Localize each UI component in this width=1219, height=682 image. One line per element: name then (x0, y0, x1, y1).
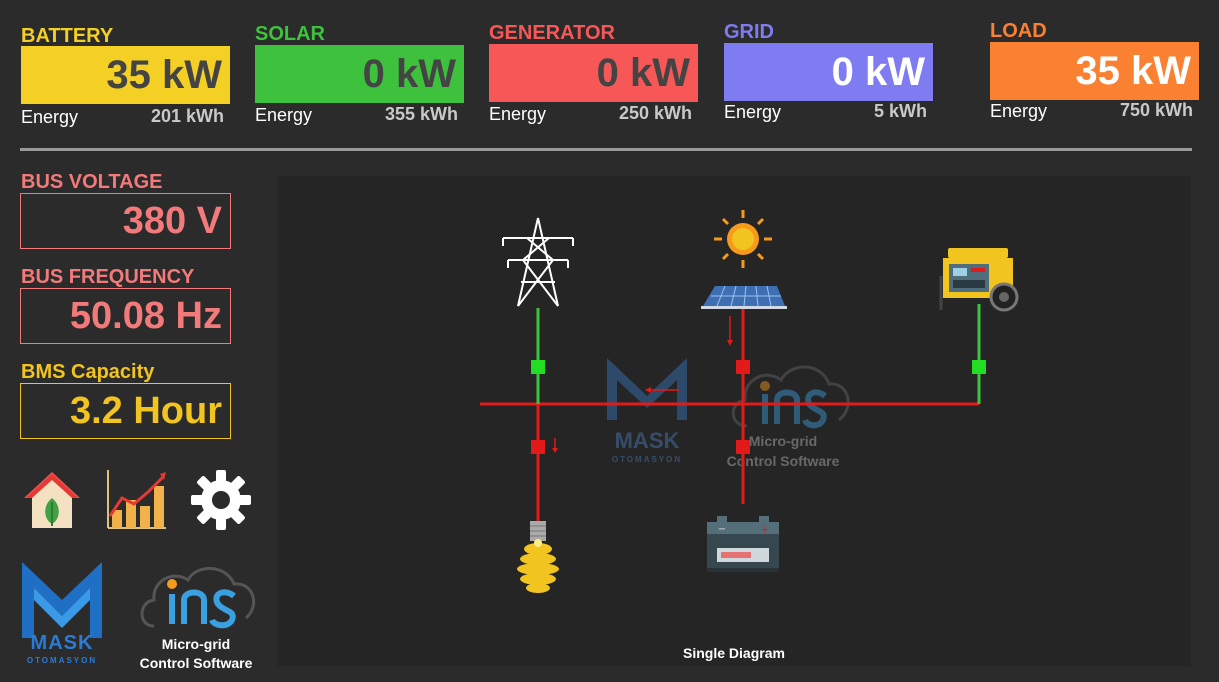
bus-voltage-label: BUS VOLTAGE (21, 171, 163, 193)
ins-logo-line1: Micro-grid (161, 636, 231, 652)
svg-text:OTOMASYON: OTOMASYON (612, 455, 682, 464)
svg-text:−: − (718, 524, 726, 535)
load-energy-value: 750 kWh (1119, 100, 1193, 120)
load-breaker (531, 440, 545, 454)
solar-energy-value: 355 kWh (384, 104, 458, 124)
solar-title: SOLAR (255, 23, 325, 45)
generator-energy-label: Energy (489, 104, 547, 124)
solar-panel-icon (701, 285, 787, 309)
transmission-tower-icon (502, 217, 574, 307)
generator-power-value: 0 kW (489, 44, 698, 102)
load-energy-label: Energy (990, 101, 1048, 121)
light-bulb-icon (517, 521, 559, 593)
svg-text:+: + (760, 523, 769, 536)
solar-power-value: 0 kW (255, 45, 464, 103)
generator-energy-value: 250 kWh (618, 103, 692, 123)
grid-power-value: 0 kW (724, 43, 933, 101)
svg-text:Micro-grid: Micro-grid (749, 433, 817, 449)
solar-breaker (736, 360, 750, 374)
gear-icon[interactable] (189, 468, 253, 532)
mask-logo: MASK OTOMASYON (20, 560, 104, 670)
solar-energy-label: Energy (255, 105, 313, 125)
bms-capacity-label: BMS Capacity (21, 361, 155, 383)
svg-text:MASK: MASK (615, 428, 680, 453)
generator-icon (939, 248, 1019, 312)
battery-breaker (736, 440, 750, 454)
battery-power-value: 35 kW (21, 46, 230, 104)
grid-energy-label: Energy (724, 102, 782, 122)
grid-breaker (531, 360, 545, 374)
ins-logo: Micro-grid Control Software (134, 558, 264, 674)
sun-icon (714, 210, 772, 268)
generator-breaker (972, 360, 986, 374)
battery-energy-label: Energy (21, 107, 79, 127)
bms-capacity-value: 3.2 Hour (20, 383, 231, 439)
bus-frequency-value: 50.08 Hz (20, 288, 231, 344)
ins-logo-line2: Control Software (139, 655, 253, 671)
grid-energy-value: 5 kWh (873, 101, 927, 121)
header-divider (20, 148, 1192, 151)
bus-frequency-label: BUS FREQUENCY (21, 266, 195, 288)
generator-title: GENERATOR (489, 22, 615, 44)
grid-title: GRID (724, 21, 774, 43)
watermark-ins-logo: Micro-grid Control Software (727, 365, 850, 469)
load-title: LOAD (990, 20, 1047, 42)
mask-logo-text: MASK (30, 632, 94, 654)
home-icon[interactable] (20, 468, 84, 532)
svg-text:Control Software: Control Software (727, 453, 840, 469)
battery-icon: − + (707, 516, 779, 572)
watermark-mask-logo: MASK OTOMASYON (607, 358, 687, 464)
bus-voltage-value: 380 V (20, 193, 231, 249)
diagram-caption: Single Diagram (683, 645, 785, 661)
mask-logo-subtext: OTOMASYON (26, 656, 98, 665)
battery-title: BATTERY (21, 25, 114, 47)
battery-energy-value: 201 kWh (150, 106, 224, 126)
load-power-value: 35 kW (990, 42, 1199, 100)
chart-icon[interactable] (104, 468, 168, 532)
single-diagram-panel: MASK OTOMASYON Micro-grid Control Softwa… (277, 176, 1191, 666)
